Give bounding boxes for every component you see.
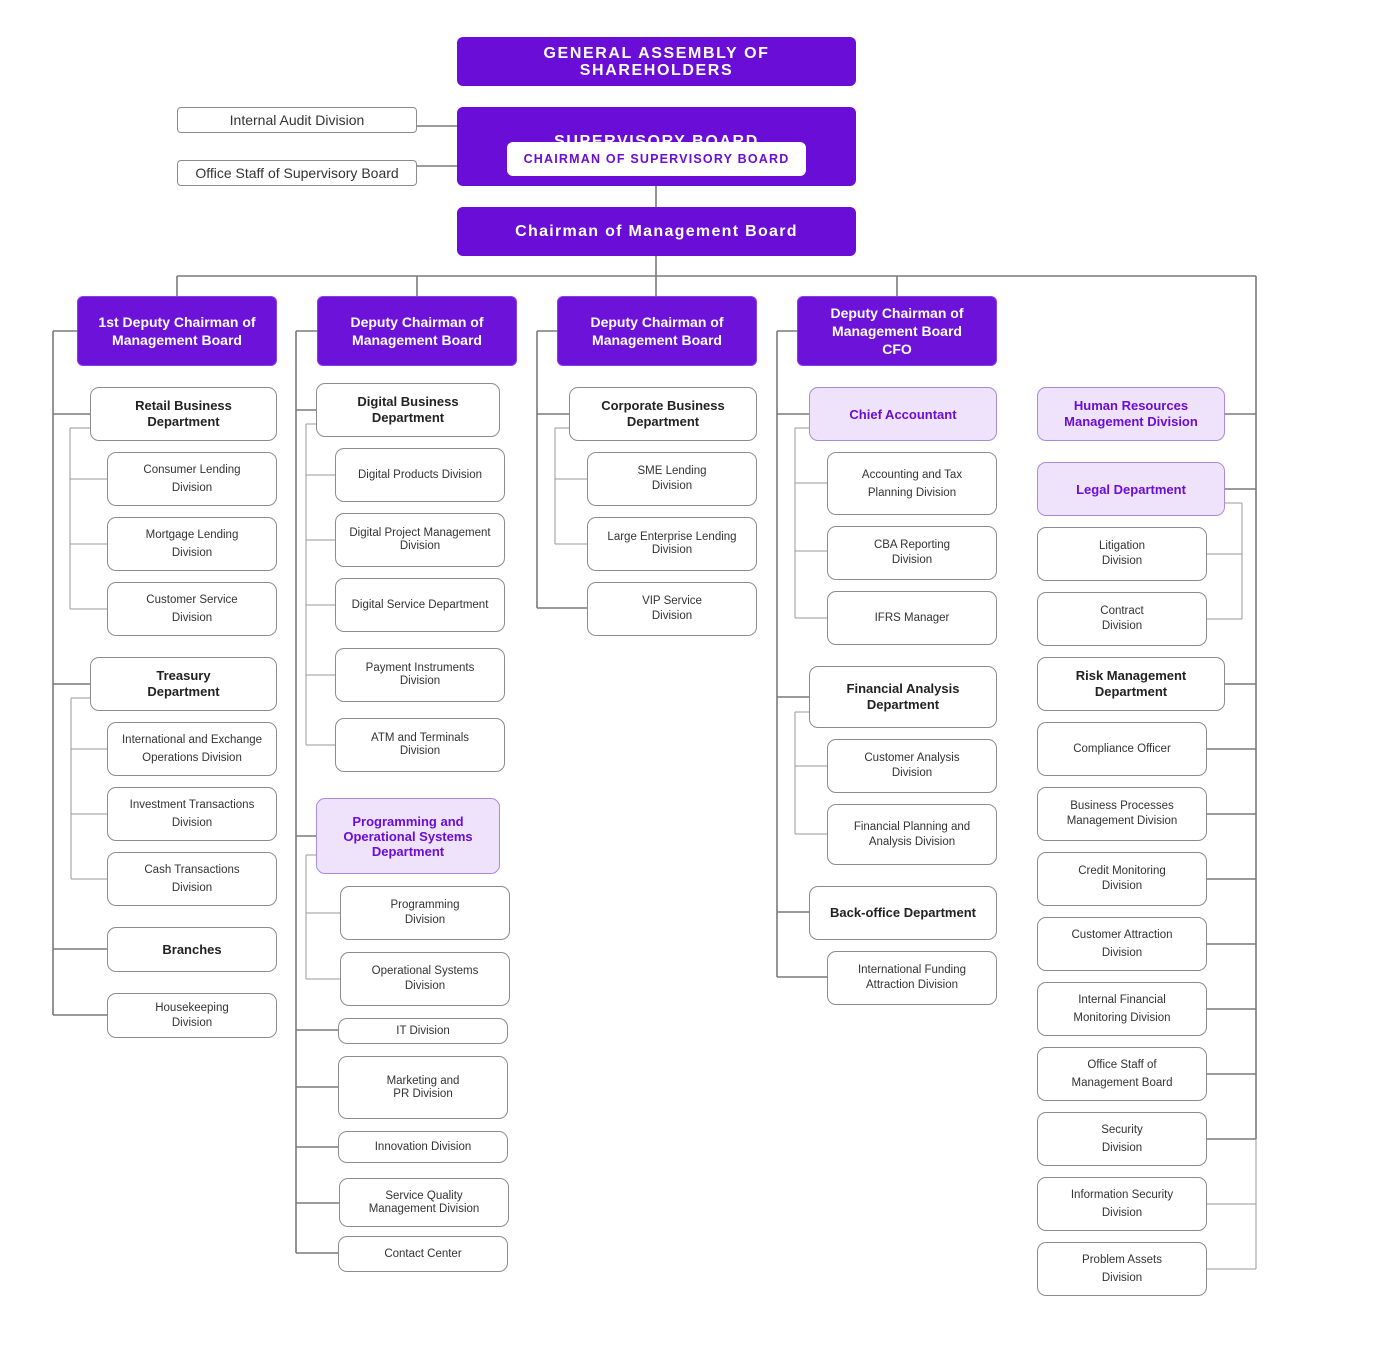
customer-service-div: Customer Service Division [107, 582, 277, 636]
deputy-chairman-cfo-box: Deputy Chairman of Management Board CFO [797, 296, 997, 366]
information-security-div: Information Security Division [1037, 1177, 1207, 1231]
marketing-pr-div: Marketing and PR Division [338, 1056, 508, 1119]
consumer-lending-div: Consumer Lending Division [107, 452, 277, 506]
retail-business-dept: Retail Business Department [90, 387, 277, 441]
intl-funding-div: International Funding Attraction Divisio… [827, 951, 997, 1005]
atm-terminals-div: ATM and Terminals Division [335, 718, 505, 772]
deputy-chairman-3-box: Deputy Chairman of Management Board [557, 296, 757, 366]
litigation-div: Litigation Division [1037, 527, 1207, 581]
programming-ops-dept: Programming and Operational Systems Depa… [316, 798, 500, 874]
office-staff-supervisory-box: Office Staff of Supervisory Board [177, 160, 417, 186]
cba-reporting-div: CBA Reporting Division [827, 526, 997, 580]
customer-attraction-div: Customer Attraction Division [1037, 917, 1207, 971]
vip-service-div: VIP Service Division [587, 582, 757, 636]
customer-analysis-div: Customer Analysis Division [827, 739, 997, 793]
payment-instruments-div: Payment Instruments Division [335, 648, 505, 702]
contract-div: Contract Division [1037, 592, 1207, 646]
digital-products-div: Digital Products Division [335, 448, 505, 502]
large-enterprise-div: Large Enterprise Lending Division [587, 517, 757, 571]
risk-management-dept: Risk Management Department [1037, 657, 1225, 711]
service-quality-div: Service Quality Management Division [339, 1178, 509, 1227]
programming-div: Programming Division [340, 886, 510, 940]
internal-financial-monitoring-div: Internal Financial Monitoring Division [1037, 982, 1207, 1036]
it-div: IT Division [338, 1018, 508, 1044]
chairman-supervisory-box: CHAIRMAN OF SUPERVISORY BOARD [507, 142, 806, 176]
financial-analysis-dept: Financial Analysis Department [809, 666, 997, 728]
first-deputy-chairman-box: 1st Deputy Chairman of Management Board [77, 296, 277, 366]
legal-dept: Legal Department [1037, 462, 1225, 516]
cash-transactions-div: Cash Transactions Division [107, 852, 277, 906]
financial-planning-div: Financial Planning and Analysis Division [827, 804, 997, 865]
innovation-div: Innovation Division [338, 1131, 508, 1163]
branches-box: Branches [107, 927, 277, 972]
security-div: Security Division [1037, 1112, 1207, 1166]
operational-systems-div: Operational Systems Division [340, 952, 510, 1006]
chairman-management-box: Chairman of Management Board [457, 207, 856, 256]
general-assembly-box: GENERAL ASSEMBLY OF SHAREHOLDERS [457, 37, 856, 86]
corporate-business-dept: Corporate Business Department [569, 387, 757, 441]
ifrs-manager-box: IFRS Manager [827, 591, 997, 645]
housekeeping-div: Housekeeping Division [107, 993, 277, 1038]
intl-exchange-div: International and Exchange Operations Di… [107, 722, 277, 776]
investment-transactions-div: Investment Transactions Division [107, 787, 277, 841]
chief-accountant-box: Chief Accountant [809, 387, 997, 441]
internal-audit-box: Internal Audit Division [177, 107, 417, 133]
compliance-officer-box: Compliance Officer [1037, 722, 1207, 776]
back-office-dept: Back-office Department [809, 886, 997, 940]
contact-center-div: Contact Center [338, 1236, 508, 1272]
office-staff-management-box: Office Staff of Management Board [1037, 1047, 1207, 1101]
digital-project-div: Digital Project Management Division [335, 513, 505, 567]
credit-monitoring-div: Credit Monitoring Division [1037, 852, 1207, 906]
digital-business-dept: Digital Business Department [316, 383, 500, 437]
accounting-tax-div: Accounting and Tax Planning Division [827, 452, 997, 515]
sme-lending-div: SME Lending Division [587, 452, 757, 506]
business-processes-div: Business Processes Management Division [1037, 787, 1207, 841]
problem-assets-div: Problem Assets Division [1037, 1242, 1207, 1296]
treasury-dept: Treasury Department [90, 657, 277, 711]
mortgage-lending-div: Mortgage Lending Division [107, 517, 277, 571]
digital-service-dept: Digital Service Department [335, 578, 505, 632]
supervisory-board-box: SUPERVISORY BOARD CHAIRMAN OF SUPERVISOR… [457, 107, 856, 186]
deputy-chairman-2-box: Deputy Chairman of Management Board [317, 296, 517, 366]
hr-management-div: Human Resources Management Division [1037, 387, 1225, 441]
